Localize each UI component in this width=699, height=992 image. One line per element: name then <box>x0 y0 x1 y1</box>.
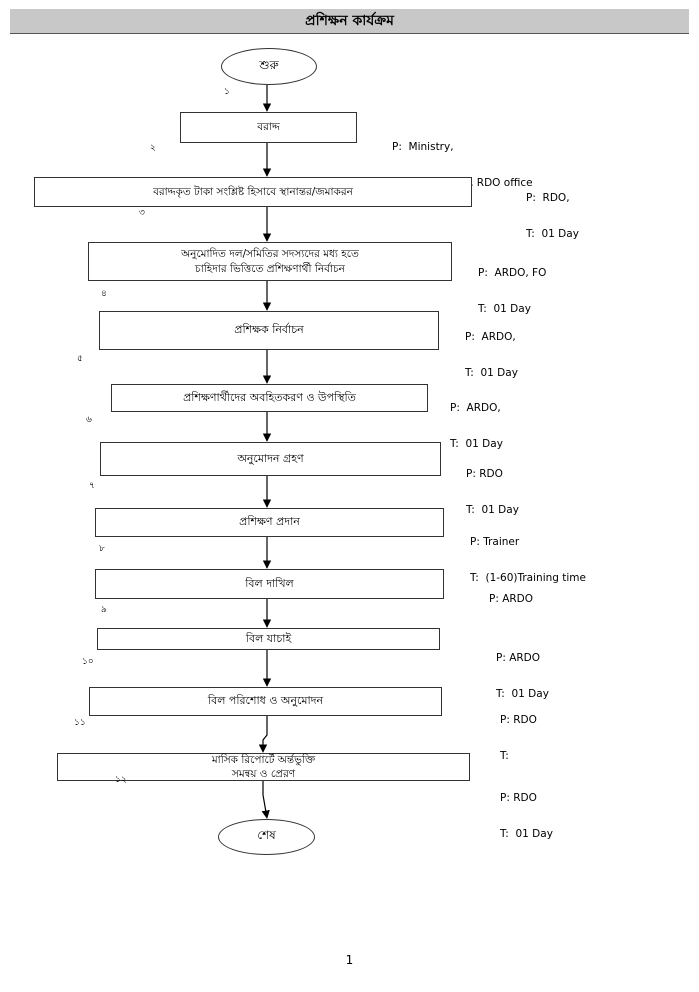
step-9-number: ৯ <box>101 605 107 615</box>
step-3-box: অনুমোদিত দল/সমিতির সদস্যদের মধ্য হতে চাহ… <box>88 242 452 281</box>
end-node: শেষ <box>218 819 315 855</box>
step-5-box: প্রশিক্ষণার্থীদের অবহিতকরণ ও উপস্থিতি <box>111 384 428 412</box>
step-7-person: P: Trainer <box>470 536 520 549</box>
step-4-responsibility: P: ARDO, T: 01 Day <box>465 307 518 391</box>
step-9-time: T: 01 Day <box>496 688 549 701</box>
step-5-text: প্রশিক্ষণার্থীদের অবহিতকরণ ও উপস্থিতি <box>183 390 356 404</box>
step-6-time: T: 01 Day <box>466 504 519 517</box>
step-7-time: T: (1-60)Training time <box>470 572 586 585</box>
step-10-responsibility: P: RDO T: <box>500 690 537 774</box>
step-10-time: T: <box>500 750 509 763</box>
step-6-text: অনুমোদন গ্রহণ <box>237 451 304 465</box>
step-2-number: ২ <box>150 143 156 153</box>
step-3-text-line-1: অনুমোদিত দল/সমিতির সদস্যদের মধ্য হতে <box>181 248 359 261</box>
step-11-text-line-1: মাসিক রিপোর্টে অর্ন্তভুক্তি <box>211 753 316 766</box>
step-9-text: বিল যাচাই <box>245 631 292 645</box>
step-1-person: P: Ministry, <box>392 141 454 154</box>
step-4-person: P: ARDO, <box>465 331 516 344</box>
step-10-person: P: RDO <box>500 714 537 727</box>
step-1-box: বরাদ্দ <box>180 112 357 143</box>
step-5-person: P: ARDO, <box>450 402 501 415</box>
step-9-person: P: ARDO <box>496 652 541 665</box>
step-6-person: P: RDO <box>466 468 503 481</box>
step-11-responsibility: P: RDO T: 01 Day <box>500 768 553 852</box>
step-3-responsibility: P: ARDO, FO T: 01 Day <box>478 243 546 327</box>
step-8-text: বিল দাখিল <box>245 576 294 590</box>
step-2-responsibility: P: RDO, T: 01 Day <box>526 168 579 252</box>
step-2-box: বরাদ্দকৃত টাকা সংশ্লিষ্ট হিসাবে স্থানান্… <box>34 177 472 207</box>
step-1-text: বরাদ্দ <box>257 121 280 134</box>
step-5-number: ৫ <box>77 354 83 364</box>
step-3-number: ৩ <box>139 208 145 218</box>
step-6-box: অনুমোদন গ্রহণ <box>100 442 441 476</box>
step-4-box: প্রশিক্ষক নির্বাচন <box>99 311 439 350</box>
arrow-step-10-to-11 <box>258 716 268 753</box>
step-3-text-line-2: চাহিদার ভিত্তিতে প্রশিক্ষণার্থী নির্বাচন <box>195 262 345 275</box>
step-11-person: P: RDO <box>500 792 537 805</box>
end-label: শেষ <box>257 828 276 842</box>
step-10-box: বিল পরিশোধ ও অনুমোদন <box>89 687 442 716</box>
step-6-responsibility: P: RDO T: 01 Day <box>466 444 519 528</box>
step-7-number: ৭ <box>89 481 95 491</box>
step-11-box: মাসিক রিপোর্টে অর্ন্তভুক্তি সমন্বয় ও প্… <box>57 753 470 781</box>
step-8-number: ৮ <box>99 544 105 554</box>
step-11-number: ১২ <box>115 775 127 785</box>
page-header: প্রশিক্ষন কার্যক্রম <box>10 9 689 34</box>
start-label: শুরু <box>259 57 279 72</box>
page-number: 1 <box>345 953 354 967</box>
step-7-responsibility: P: Trainer T: (1-60)Training time <box>470 512 586 596</box>
step-11-text-line-2: সমন্বয় ও প্রেরণ <box>231 768 296 780</box>
step-3-time: T: 01 Day <box>478 303 531 316</box>
step-2-text: বরাদ্দকৃত টাকা সংশ্লিষ্ট হিসাবে স্থানান্… <box>153 185 353 198</box>
step-2-person: P: RDO, <box>526 192 570 205</box>
step-3-person: P: ARDO, FO <box>478 267 547 280</box>
step-10-side-number: ১১ <box>74 718 86 728</box>
step-8-responsibility: P: ARDO <box>489 569 533 617</box>
step-10-number: ১০ <box>82 657 94 667</box>
page-title: প্রশিক্ষন কার্যক্রম <box>305 13 394 29</box>
step-8-box: বিল দাখিল <box>95 569 444 599</box>
step-2-time: T: 01 Day <box>526 228 579 241</box>
arrow-step-11-to-end <box>261 781 270 819</box>
step-10-text: বিল পরিশোধ ও অনুমোদন <box>207 694 324 708</box>
step-7-box: প্রশিক্ষণ প্রদান <box>95 508 444 537</box>
step-5-responsibility: P: ARDO, T: 01 Day <box>450 378 503 462</box>
step-4-text: প্রশিক্ষক নির্বাচন <box>234 323 304 337</box>
step-6-number: ৬ <box>86 415 92 425</box>
step-4-time: T: 01 Day <box>465 367 518 380</box>
step-1-number: ১ <box>224 87 230 97</box>
step-7-text: প্রশিক্ষণ প্রদান <box>239 515 300 529</box>
step-4-number: ৪ <box>101 289 107 299</box>
step-9-box: বিল যাচাই <box>97 628 440 650</box>
step-11-time: T: 01 Day <box>500 828 553 841</box>
step-5-time: T: 01 Day <box>450 438 503 451</box>
step-9-responsibility: P: ARDO T: 01 Day <box>496 628 549 712</box>
step-8-person: P: ARDO <box>489 593 534 606</box>
start-node: শুরু <box>221 48 317 85</box>
